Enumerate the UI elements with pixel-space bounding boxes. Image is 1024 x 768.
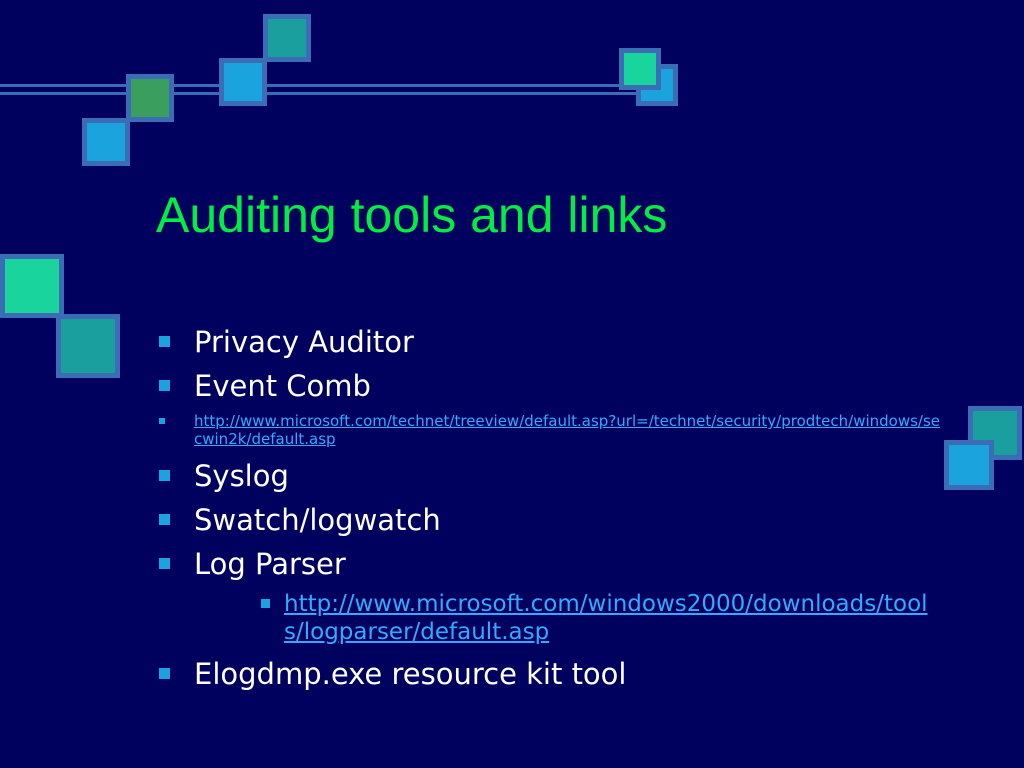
square-bullet-icon [159,470,170,481]
logparser-link[interactable]: http://www.microsoft.com/windows2000/dow… [284,591,928,645]
decor-square [944,440,994,490]
slide-title: Auditing tools and links [156,187,668,243]
list-item-text: Log Parser [194,547,346,581]
list-item: Syslog [156,454,946,498]
decor-line [0,84,660,87]
list-item: http://www.microsoft.com/technet/treevie… [156,412,946,448]
decor-square [0,254,64,318]
list-item-text: Elogdmp.exe resource kit tool [194,657,627,691]
list-item-text: Swatch/logwatch [194,503,441,537]
list-item: Elogdmp.exe resource kit tool [156,652,946,696]
square-bullet-icon [159,558,170,569]
bullet-list: Privacy Auditor Event Comb http://www.mi… [156,320,946,696]
list-item-text: Syslog [194,459,289,493]
list-item: Privacy Auditor [156,320,946,364]
square-bullet-icon [159,336,170,347]
decor-square [619,48,661,90]
square-bullet-icon [159,668,170,679]
list-item: Log Parser [156,542,946,586]
sub-list-item: http://www.microsoft.com/windows2000/dow… [156,590,946,646]
list-item: Event Comb [156,364,946,408]
square-bullet-icon [159,418,165,424]
decor-square [56,314,120,378]
square-bullet-icon [159,380,170,391]
decor-square [82,118,130,166]
decor-square [219,58,267,106]
square-bullet-icon [261,599,270,608]
list-item-text: Privacy Auditor [194,325,414,359]
list-item: Swatch/logwatch [156,498,946,542]
decor-square [263,14,311,62]
technet-link[interactable]: http://www.microsoft.com/technet/treevie… [194,412,941,448]
square-bullet-icon [159,514,170,525]
decor-square [126,74,174,122]
list-item-text: Event Comb [194,369,371,403]
decor-line [0,92,660,95]
